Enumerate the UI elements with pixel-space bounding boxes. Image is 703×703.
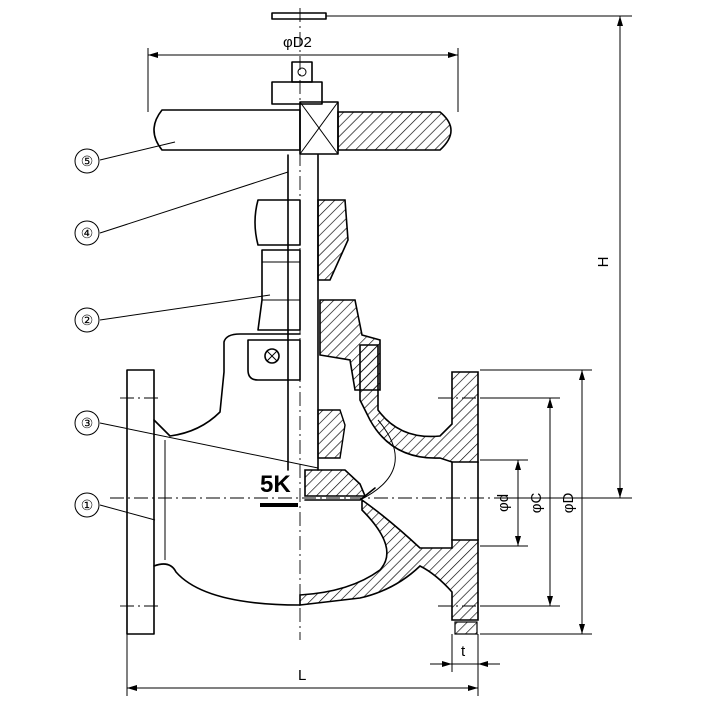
part-label-4: ④ xyxy=(74,220,100,246)
dim-height: H xyxy=(500,16,632,499)
pressure-rating-text: 5K xyxy=(260,471,291,498)
dim-bolt-circle: φC xyxy=(480,397,560,607)
dim-length: L xyxy=(126,634,479,696)
dim-label-c: φC xyxy=(528,493,545,514)
pressure-mark: 5K xyxy=(260,471,298,507)
top-reference xyxy=(271,12,632,20)
part-label-5: ⑤ xyxy=(74,148,100,174)
left-flange xyxy=(126,369,155,635)
leader-lines xyxy=(99,141,319,521)
valve-stem xyxy=(254,154,319,471)
dim-handwheel-diameter: φD2 xyxy=(147,34,459,112)
handwheel xyxy=(153,61,452,155)
part-number-4: ④ xyxy=(81,225,94,241)
dim-label-d: φD xyxy=(560,493,577,514)
dim-label-bore: φd xyxy=(495,494,512,512)
dim-flange-thickness: t xyxy=(430,634,500,672)
part-label-1: ① xyxy=(74,492,100,518)
part-number-2: ② xyxy=(81,312,94,328)
valve-body xyxy=(153,333,301,606)
dim-label-d2: φD2 xyxy=(283,34,312,51)
part-label-2: ② xyxy=(74,307,100,333)
part-number-1: ① xyxy=(81,497,94,513)
part-label-3: ③ xyxy=(74,410,100,436)
part-number-5: ⑤ xyxy=(81,153,94,169)
dim-label-h: H xyxy=(595,257,612,268)
dim-label-t: t xyxy=(461,643,466,660)
dim-label-l: L xyxy=(298,667,306,684)
dim-flange-diameter: φD xyxy=(480,369,592,635)
dim-bore-diameter: φd xyxy=(480,459,528,547)
part-number-3: ③ xyxy=(81,415,94,431)
valve-body-section xyxy=(299,199,479,635)
